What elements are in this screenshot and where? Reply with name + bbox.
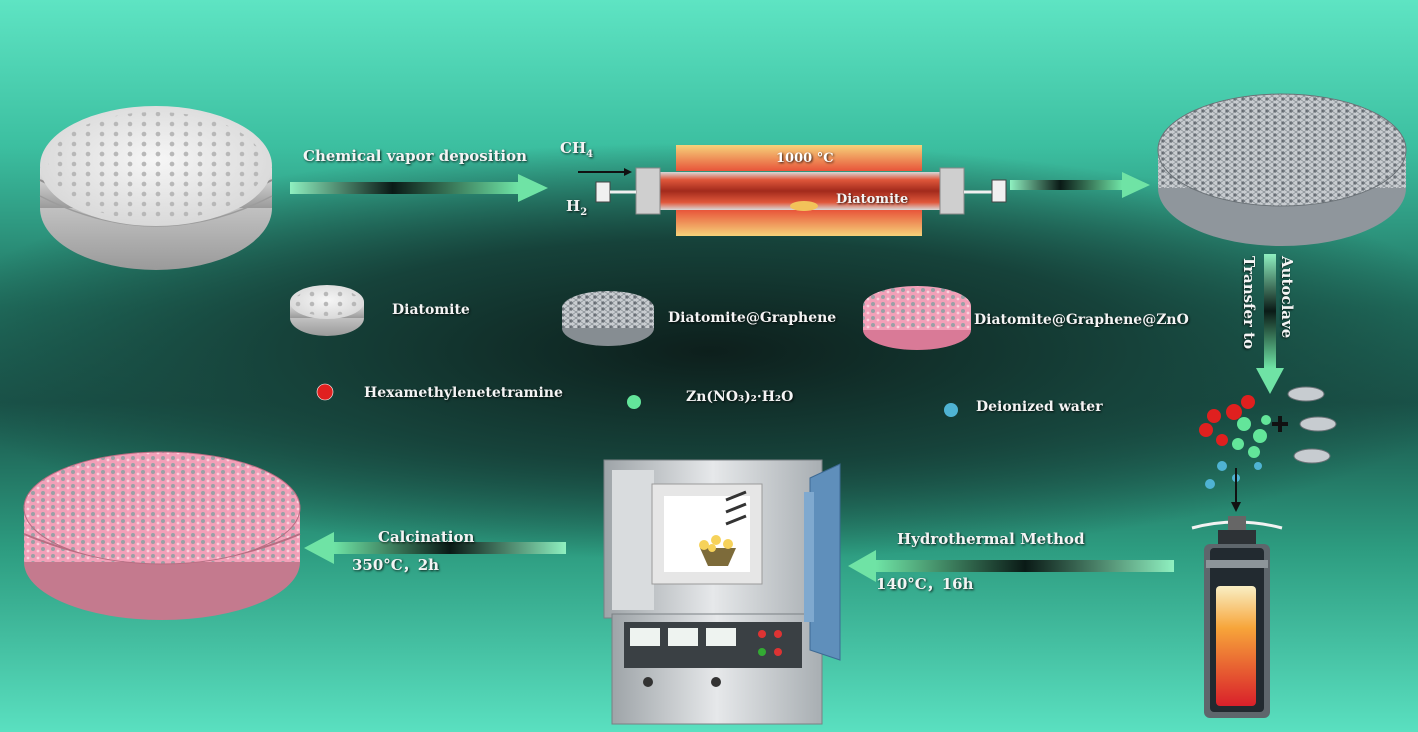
legend-diatomite-icon xyxy=(290,285,364,336)
hexamine-dot-icon xyxy=(316,383,334,401)
hydrothermal-conditions: 140°C，16h xyxy=(876,575,974,593)
legend-diatomite-label: Diatomite xyxy=(392,302,470,318)
autoclave xyxy=(1191,516,1283,718)
muffle-furnace xyxy=(603,459,841,725)
calcination-label: Calcination xyxy=(378,528,475,546)
furnace-temperature: 1000 °C xyxy=(776,151,834,166)
calcination-conditions: 350°C，2h xyxy=(352,556,440,574)
hydrothermal-label: Hydrothermal Method xyxy=(897,530,1085,548)
calcination-arrow xyxy=(304,532,566,564)
legend-zinc-nitrate-label: Zn(NO₃)₂·H₂O xyxy=(686,389,794,405)
cvd-label: Chemical vapor deposition xyxy=(303,147,527,165)
transfer-label: Transfer to xyxy=(1240,256,1258,350)
h2-subscript: 2 xyxy=(580,207,588,218)
legend-zno-icon xyxy=(863,286,971,350)
water-dot-icon xyxy=(944,403,958,417)
cvd-arrow xyxy=(290,174,548,202)
h2-text: H xyxy=(566,197,581,215)
legend-hexamine-label: Hexamethylenetetramine xyxy=(364,385,563,401)
ch4-label: CH4 xyxy=(560,139,593,160)
legend-graphene-label: Diatomite@Graphene xyxy=(668,310,837,326)
graphene-disk-large xyxy=(1157,93,1407,246)
ch4-subscript: 4 xyxy=(586,149,594,160)
reagent-cluster xyxy=(1199,386,1337,512)
autoclave-label: Autoclave xyxy=(1278,256,1296,339)
legend-graphene-icon xyxy=(562,291,654,346)
legend-water-label: Deionized water xyxy=(976,399,1103,415)
transfer-arrow xyxy=(1256,254,1284,394)
zno-disk-large xyxy=(23,451,301,620)
h2-label: H2 xyxy=(566,197,587,218)
tube-furnace xyxy=(578,145,1007,236)
hydrothermal-arrow xyxy=(848,550,1174,582)
furnace-output-arrow xyxy=(1010,172,1150,198)
furnace-sample-label: Diatomite xyxy=(836,192,909,207)
legend-zno-label: Diatomite@Graphene@ZnO xyxy=(974,312,1189,328)
diatomite-disk-large xyxy=(39,106,273,270)
ch4-text: CH xyxy=(560,139,587,157)
zinc-nitrate-dot-icon xyxy=(627,395,641,409)
